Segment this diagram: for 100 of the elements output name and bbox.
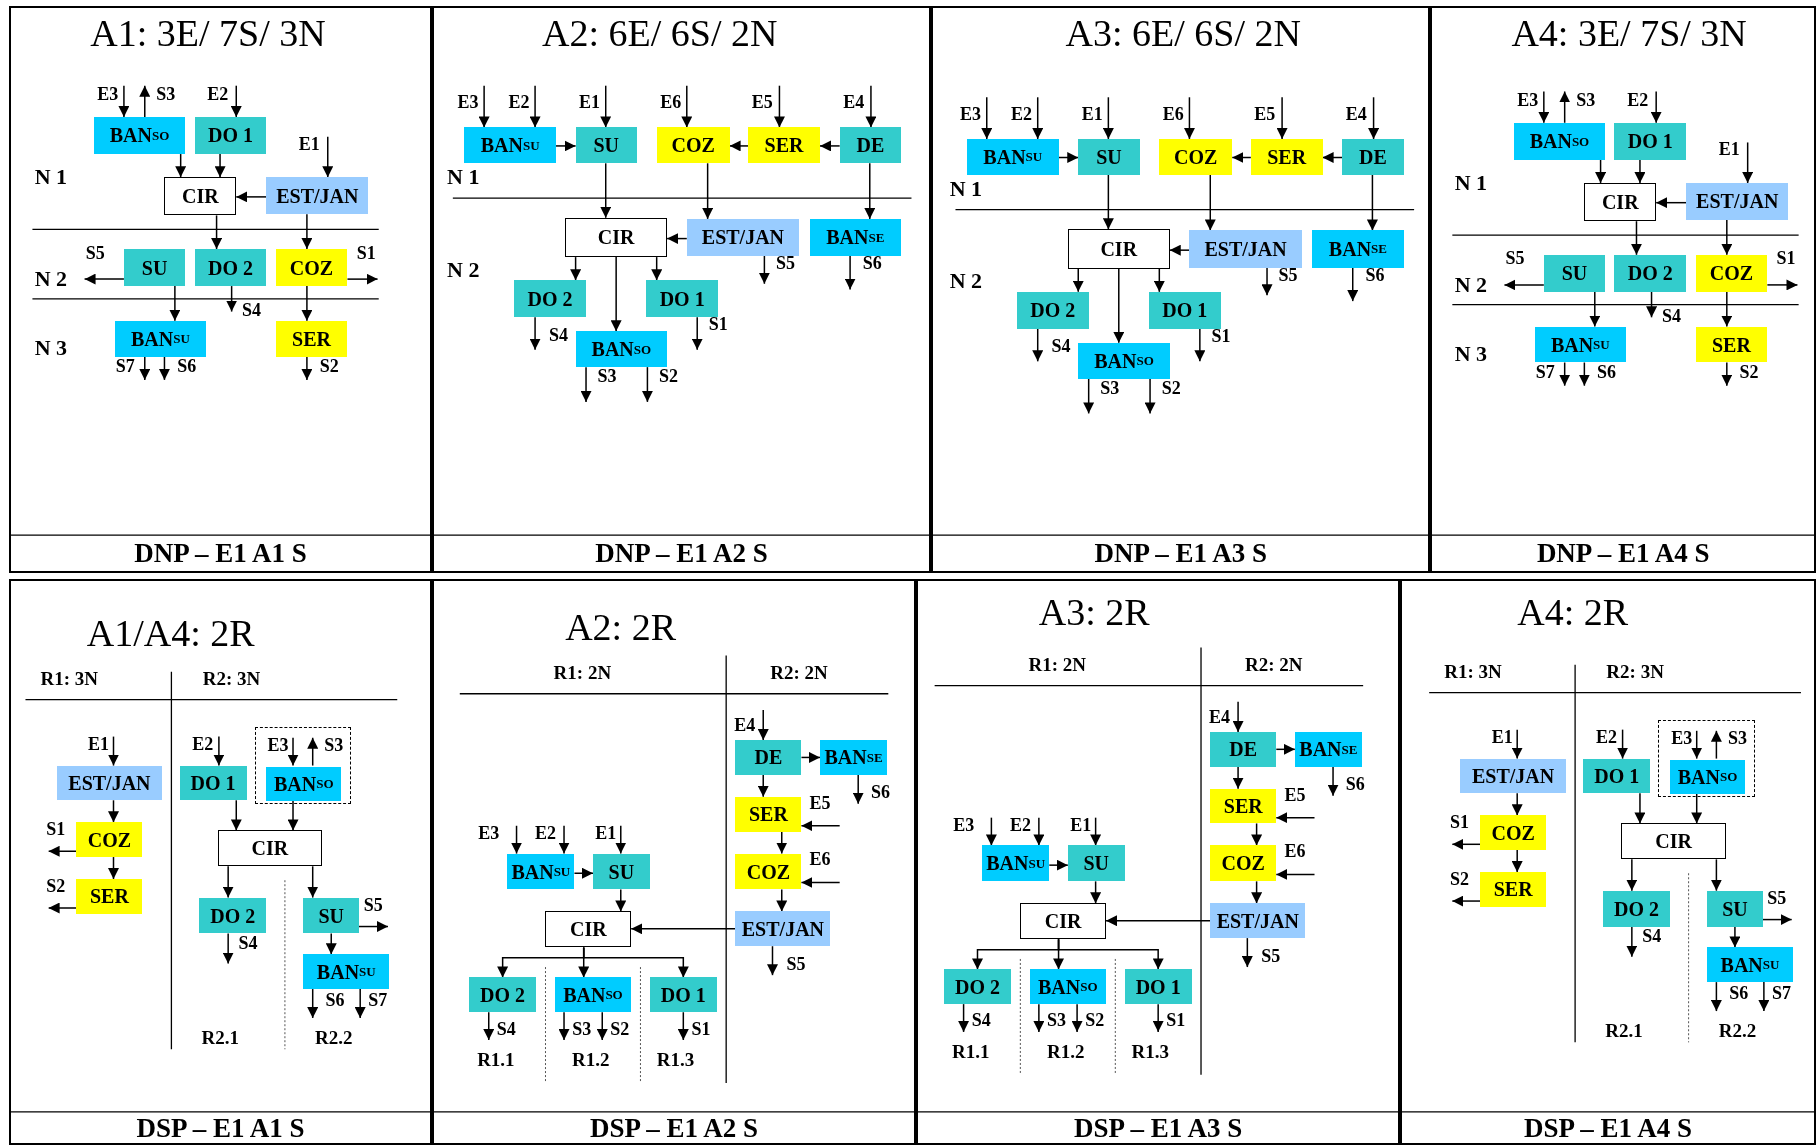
edge-label: S5 (1261, 946, 1281, 965)
region-label: R2: 3N (202, 668, 261, 688)
diagram-panel (1400, 579, 1816, 1145)
edge-label: E2 (1011, 104, 1033, 123)
arrow (1721, 219, 1733, 256)
arrow (776, 830, 788, 855)
edge-label: S3 (1576, 90, 1596, 109)
arrow (1758, 981, 1770, 1012)
arrow (483, 1011, 495, 1041)
arrow (1090, 816, 1102, 847)
level-label: N 2 (1454, 273, 1488, 296)
arrow (596, 1011, 608, 1041)
process-box: EST/JAN (1210, 903, 1306, 939)
arrow (1321, 152, 1344, 163)
edge-label: E5 (751, 92, 773, 111)
panel-caption: DSP – E1 A4 S (1523, 1115, 1694, 1143)
arrow (1559, 90, 1571, 124)
process-box: SU (1543, 254, 1606, 292)
edge-label: S3 (324, 735, 344, 754)
edge-label: S4 (242, 301, 262, 320)
panel-caption: DNP – E1 A4 S (1535, 539, 1711, 567)
edge-label: S2 (1450, 870, 1470, 889)
diagram-panel (9, 579, 432, 1145)
region-label: R2.1 (1605, 1020, 1643, 1040)
panel-caption: DSP – E1 A3 S (1073, 1115, 1244, 1143)
panel-title: A1/A4: 2R (86, 613, 255, 652)
region-label: R1.1 (952, 1041, 990, 1061)
arrow (1368, 96, 1380, 140)
edge-label: S3 (597, 367, 617, 386)
arrow (1057, 938, 1164, 971)
region-label: R2: 2N (1245, 654, 1303, 674)
edge-label: S2 (659, 367, 678, 386)
edge-label: S4 (971, 1011, 991, 1030)
edge-label: S3 (1046, 1011, 1066, 1030)
edge-label: E1 (298, 134, 320, 153)
level-label: N 1 (447, 166, 480, 189)
arrow (1033, 1003, 1045, 1033)
edge-label: S7 (1772, 983, 1791, 1002)
process-box: DO 1 (194, 116, 267, 154)
edge-label: E1 (1081, 104, 1103, 123)
arrow (702, 162, 714, 220)
arrow (558, 825, 570, 855)
region-label: R1.3 (656, 1049, 695, 1069)
process-box: SU (592, 853, 650, 890)
edge-label: S5 (1767, 888, 1787, 907)
arrow (1251, 880, 1263, 905)
edge-label: S2 (610, 1019, 630, 1038)
process-box: DE (735, 740, 802, 775)
edge-label: S2 (1739, 362, 1759, 381)
arrow (1650, 90, 1662, 124)
process-box: SER (748, 127, 820, 164)
arrow (1691, 792, 1703, 825)
edge-label: S6 (1365, 265, 1385, 284)
region-label: R1: 2N (1028, 654, 1086, 674)
diagram-panel (931, 5, 1431, 574)
arrow (1275, 868, 1316, 880)
arrow (478, 84, 490, 129)
process-box: EST/JAN (686, 218, 800, 256)
panel-caption: DNP – E1 A3 S (1093, 539, 1268, 567)
edge-label: E6 (809, 850, 831, 869)
level-label: N 2 (949, 270, 983, 293)
arrow (1032, 96, 1044, 140)
process-box: DO 1 (649, 977, 717, 1013)
diagram-panel (432, 5, 932, 574)
edge-label: S6 (862, 253, 882, 272)
arrow (108, 856, 119, 880)
arrow (630, 923, 737, 935)
arrow (158, 355, 170, 381)
edge-label: S2 (46, 877, 66, 896)
process-box: EST/JAN (56, 765, 163, 801)
edge-label: S2 (319, 357, 339, 375)
arrow (800, 751, 821, 763)
panel-title: A2: 6E/ 6S/ 2N (542, 13, 778, 52)
arrow (1347, 266, 1359, 302)
process-box: DO 1 (179, 765, 247, 801)
edge-label: E1 (88, 734, 110, 753)
arrow (1721, 361, 1733, 387)
process-box: CIR (1067, 229, 1170, 269)
process-box: EST/JAN (1189, 230, 1302, 268)
diagram-panel (432, 579, 917, 1145)
arrow (1032, 328, 1044, 363)
process-box: SER (1695, 326, 1768, 363)
edge-label: E2 (192, 734, 214, 753)
arrow (307, 865, 319, 899)
arrow (600, 162, 612, 219)
edge-label: E3 (960, 104, 982, 123)
edge-label: S1 (691, 1019, 711, 1038)
edge-label: S3 (1727, 728, 1747, 747)
edge-label: S4 (1642, 926, 1662, 945)
arrow (1559, 361, 1571, 387)
process-box: DO 2 (199, 897, 267, 934)
process-box: SER (1480, 872, 1547, 907)
arrow (1538, 90, 1550, 124)
arrow (1169, 244, 1191, 256)
arrow (776, 888, 788, 913)
arrow (118, 84, 130, 118)
arrow (1144, 377, 1156, 415)
arrow (222, 932, 234, 965)
process-box: DO 2 (1614, 254, 1687, 292)
arrow (307, 988, 319, 1019)
